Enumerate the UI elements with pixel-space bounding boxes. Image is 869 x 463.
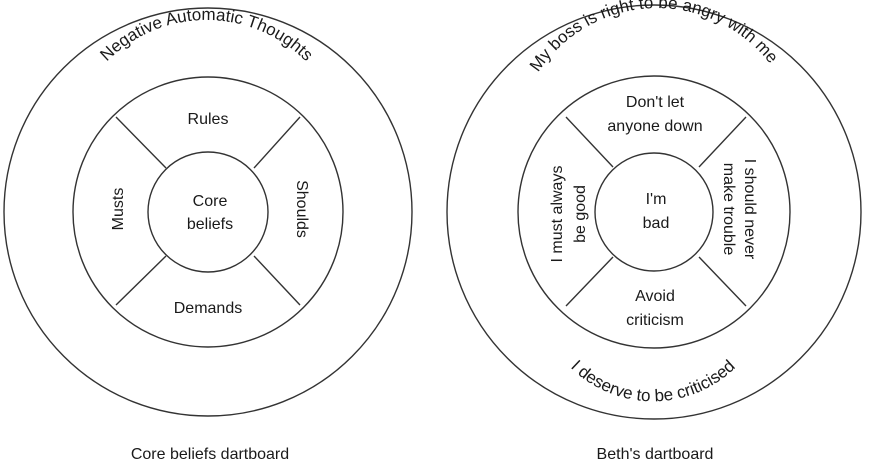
left-outer-label: Negative Automatic Thoughts: [96, 5, 316, 65]
right-divider-br: [698, 256, 747, 307]
left-divider-tl: [115, 116, 167, 169]
right-center-line2: bad: [643, 215, 670, 232]
right-segment-left-line2: be good: [572, 185, 589, 243]
core-beliefs-dartboard: Negative Automatic Thoughts Rules Demand…: [3, 5, 413, 463]
left-outer-ring: [3, 7, 413, 417]
right-core-circle: [594, 152, 714, 272]
left-middle-ring: [72, 76, 344, 348]
right-center-line1: I'm: [646, 191, 667, 208]
left-center-line1: Core: [193, 193, 228, 210]
right-segment-bottom-line2: criticism: [626, 312, 684, 329]
right-divider-tr: [698, 116, 747, 168]
right-segment-top-line1: Don't let: [626, 94, 685, 111]
left-segment-bottom: Demands: [174, 300, 242, 317]
left-caption: Core beliefs dartboard: [131, 446, 289, 463]
right-outer-ring: [446, 4, 862, 420]
left-center-line2: beliefs: [187, 216, 233, 233]
right-segment-right-line1: I should never: [741, 159, 758, 260]
beths-dartboard: My boss is right to be angry with me I d…: [446, 0, 862, 463]
right-outer-bottom-label: I deserve to be criticised: [567, 356, 738, 405]
right-segment-left-line1: I must always: [549, 166, 566, 263]
right-divider-tl: [565, 116, 614, 168]
left-segment-left: Musts: [110, 188, 127, 231]
right-segment-top-line2: anyone down: [607, 118, 702, 135]
right-segment-bottom-line1: Avoid: [635, 288, 675, 305]
left-divider-br: [253, 255, 301, 306]
right-segment-right-line2: make trouble: [720, 163, 737, 256]
left-segment-right: Shoulds: [293, 180, 310, 238]
left-divider-tr: [253, 116, 301, 169]
right-divider-bl: [565, 256, 614, 307]
right-caption: Beth's dartboard: [597, 446, 714, 463]
right-middle-ring: [517, 75, 791, 349]
left-divider-bl: [115, 255, 167, 306]
left-core-circle: [147, 151, 269, 273]
left-segment-top: Rules: [188, 111, 229, 128]
right-outer-top-label: My boss is right to be angry with me: [526, 0, 782, 75]
